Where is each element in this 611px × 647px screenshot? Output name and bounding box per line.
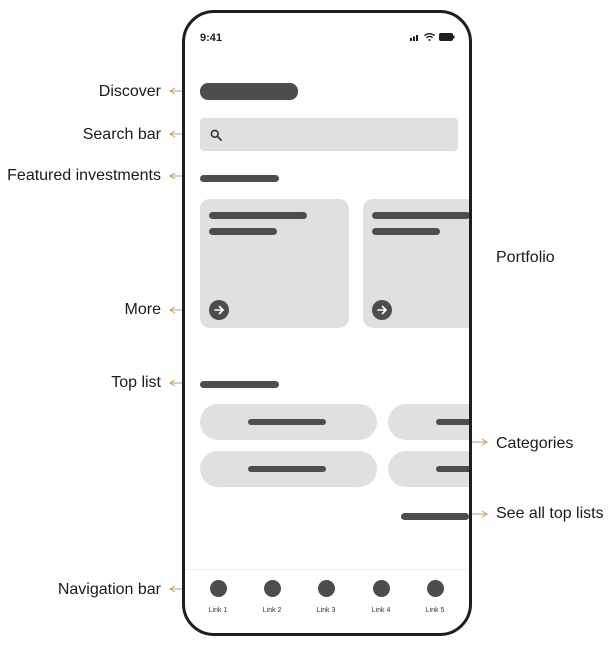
- nav-icon: [426, 580, 444, 597]
- nav-icon: [209, 580, 227, 597]
- annotation-more: More: [124, 301, 161, 318]
- featured-investments-heading: [200, 175, 279, 182]
- category-chip[interactable]: [388, 451, 469, 487]
- nav-label: Link 5: [425, 607, 445, 614]
- chip-label-placeholder: [436, 419, 469, 425]
- nav-label: Link 2: [262, 607, 282, 614]
- arrow-right-icon: [214, 305, 224, 315]
- chip-label-placeholder: [248, 419, 326, 425]
- category-chip[interactable]: [200, 451, 377, 487]
- discover-title-placeholder: [200, 83, 298, 100]
- nav-item-link-5[interactable]: Link 5: [415, 580, 455, 614]
- annotation-portfolio: Portfolio: [496, 249, 555, 266]
- annotation-navigation-bar: Navigation bar: [57, 581, 161, 598]
- nav-item-link-3[interactable]: Link 3: [306, 580, 346, 614]
- nav-icon: [263, 580, 281, 597]
- connector-more-arrow: [169, 306, 176, 314]
- more-button[interactable]: [372, 300, 392, 320]
- wifi-icon: [424, 33, 435, 41]
- nav-icon: [372, 580, 390, 597]
- category-chip[interactable]: [388, 404, 469, 440]
- featured-card[interactable]: [200, 199, 349, 328]
- card-title-placeholder: [209, 212, 307, 219]
- card-title-placeholder: [372, 212, 469, 219]
- annotation-search-bar: Search bar: [82, 126, 161, 143]
- chip-label-placeholder: [436, 466, 469, 472]
- card-subtitle-placeholder: [209, 228, 277, 235]
- search-icon: [210, 129, 222, 141]
- connector-search-bar-arrow: [169, 130, 176, 138]
- search-bar[interactable]: [200, 118, 458, 151]
- connector-featured-arrow: [169, 172, 176, 180]
- annotation-categories: Categories: [496, 435, 574, 452]
- connector-navigation-bar-arrow: [169, 585, 176, 593]
- nav-label: Link 3: [316, 607, 336, 614]
- top-list-heading: [200, 381, 279, 388]
- connector-top-list-arrow: [169, 379, 176, 387]
- annotation-top-list: Top list: [111, 374, 161, 391]
- status-time: 9:41: [200, 32, 223, 44]
- category-chip[interactable]: [200, 404, 377, 440]
- more-button[interactable]: [209, 300, 229, 320]
- status-icons: [410, 33, 455, 41]
- arrow-right-icon: [377, 305, 387, 315]
- nav-item-link-1[interactable]: Link 1: [198, 580, 238, 614]
- navigation-bar: Link 1 Link 2 Link 3 Link 4 Link 5: [185, 569, 469, 633]
- annotation-see-all-top-lists: See all top lists: [496, 505, 604, 522]
- connector-see-all-arrow: [481, 510, 488, 518]
- phone-frame: 9:41: [182, 10, 472, 636]
- battery-icon: [439, 33, 455, 41]
- card-subtitle-placeholder: [372, 228, 440, 235]
- annotation-discover: Discover: [98, 83, 161, 100]
- chip-label-placeholder: [248, 466, 326, 472]
- nav-label: Link 4: [371, 607, 391, 614]
- nav-icon: [317, 580, 335, 597]
- see-all-top-lists-link[interactable]: [401, 513, 469, 520]
- nav-item-link-4[interactable]: Link 4: [361, 580, 401, 614]
- annotation-featured-investments: Featured investments: [7, 167, 161, 184]
- connector-categories-arrow: [481, 438, 488, 446]
- nav-item-link-2[interactable]: Link 2: [252, 580, 292, 614]
- featured-card[interactable]: [363, 199, 469, 328]
- connector-discover-arrow: [169, 87, 176, 95]
- signal-icon: [410, 35, 418, 41]
- nav-label: Link 1: [208, 607, 228, 614]
